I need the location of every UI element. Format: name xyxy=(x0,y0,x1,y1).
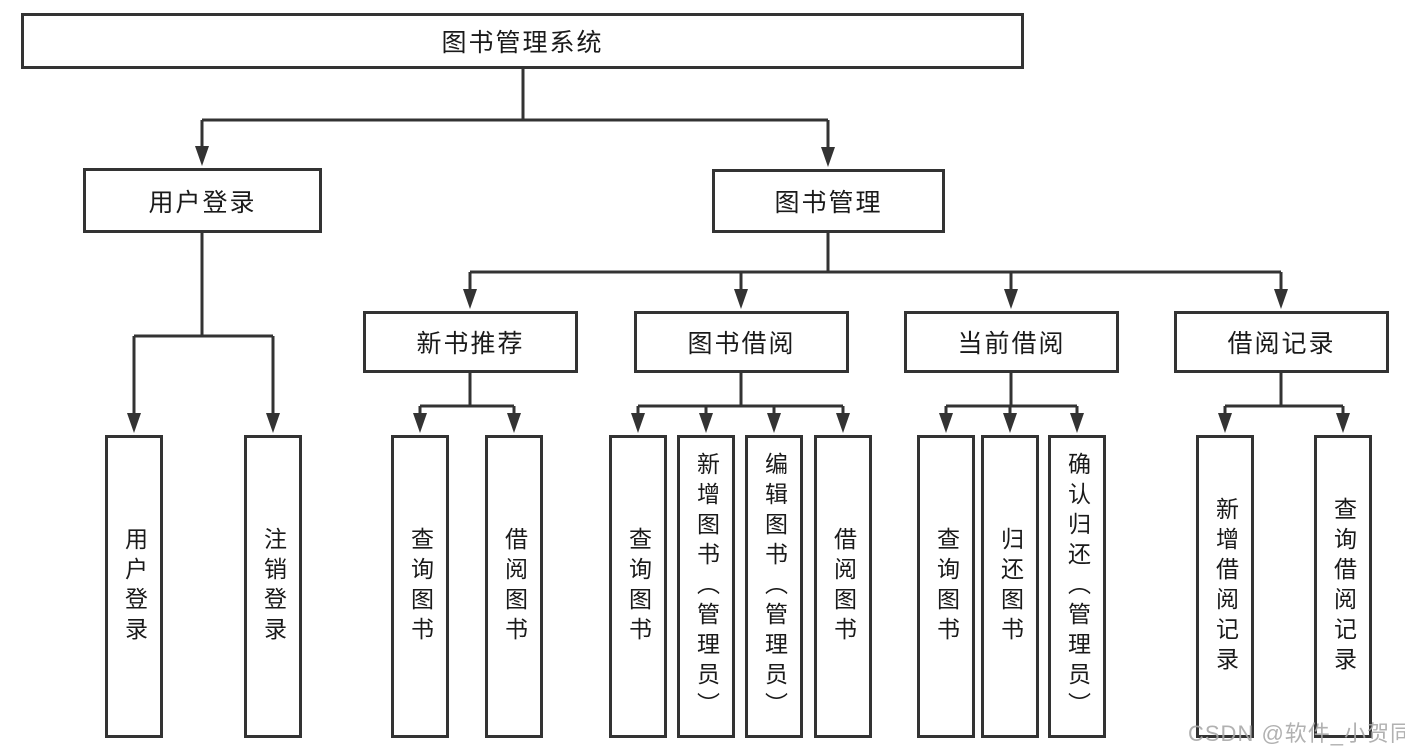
node-new-book-recommend: 新书推荐 xyxy=(363,311,578,373)
leaf-query-borrow-record: 查询借阅记录 xyxy=(1314,435,1372,738)
leaf-query-book-2: 查询图书 xyxy=(609,435,667,738)
leaf-return-book: 归还图书 xyxy=(981,435,1039,738)
node-book-borrow: 图书借阅 xyxy=(634,311,849,373)
leaf-logout: 注销登录 xyxy=(244,435,302,738)
leaf-add-book-admin: 新增图书（管理员） xyxy=(677,435,735,738)
node-current-borrow: 当前借阅 xyxy=(904,311,1119,373)
leaf-user-login: 用户登录 xyxy=(105,435,163,738)
node-root: 图书管理系统 xyxy=(21,13,1024,69)
node-user-login: 用户登录 xyxy=(83,168,322,233)
leaf-confirm-return-admin: 确认归还（管理员） xyxy=(1048,435,1106,738)
node-borrow-record: 借阅记录 xyxy=(1174,311,1389,373)
leaf-edit-book-admin: 编辑图书（管理员） xyxy=(745,435,803,738)
leaf-query-book-3: 查询图书 xyxy=(917,435,975,738)
leaf-add-borrow-record: 新增借阅记录 xyxy=(1196,435,1254,738)
csdn-watermark: CSDN @软件_小贺同学 xyxy=(1188,721,1405,746)
leaf-borrow-book-2: 借阅图书 xyxy=(814,435,872,738)
node-book-management: 图书管理 xyxy=(712,169,945,233)
leaf-borrow-book-1: 借阅图书 xyxy=(485,435,543,738)
leaf-query-book-1: 查询图书 xyxy=(391,435,449,738)
